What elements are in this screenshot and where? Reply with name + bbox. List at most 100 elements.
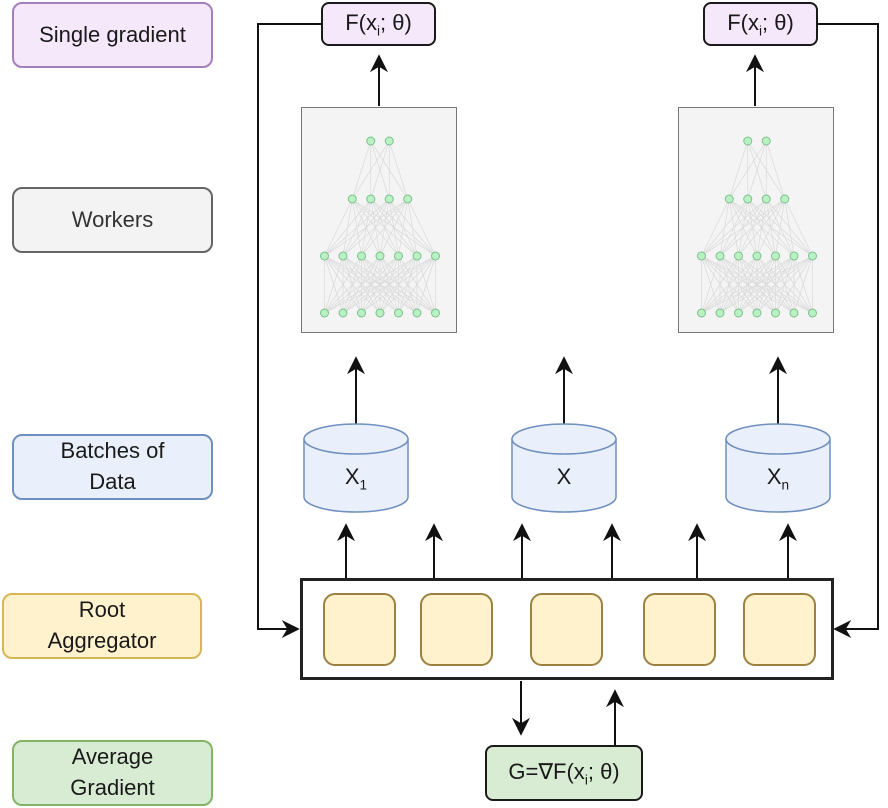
nn-edge (701, 198, 767, 257)
nn-node (394, 251, 403, 261)
nn-edge (701, 255, 758, 314)
output-left-suffix: ; θ) (380, 9, 412, 35)
nn-edge (324, 198, 408, 257)
nn-node (320, 308, 329, 318)
nn-edge (728, 140, 767, 200)
nn-edge (756, 198, 786, 257)
nn-edge (738, 255, 813, 314)
nn-edge (342, 198, 408, 257)
nn-node (724, 194, 734, 204)
nn-node (403, 194, 413, 204)
legend-root-aggregator: Root Aggregator (2, 593, 202, 659)
nn-node (384, 136, 394, 146)
root-aggregator (300, 578, 834, 680)
nn-edge (379, 255, 436, 314)
nn-node (338, 308, 348, 318)
aggregator-cell-4 (643, 593, 716, 666)
nn-edge (775, 255, 813, 314)
aggregator-cell-3 (530, 593, 603, 666)
nn-edge (361, 255, 436, 314)
nn-edge (324, 255, 418, 314)
nn-edge (719, 255, 813, 314)
nn-node (715, 251, 725, 261)
nn-edge (379, 198, 409, 257)
worker-panel-left (301, 107, 457, 333)
neural-network-right (697, 136, 817, 318)
nn-edge (398, 255, 436, 314)
batch-label-2: X (556, 464, 572, 489)
batch-cylinder-1 (303, 423, 409, 513)
legend-root-line2: Aggregator (47, 628, 157, 653)
nn-edge (728, 140, 749, 200)
nn-node (743, 194, 753, 204)
nn-edge (398, 198, 409, 257)
output-right-sub: i (758, 23, 762, 39)
gradient-box: G=∇F(xi; θ) (485, 745, 643, 801)
nn-node (366, 136, 376, 146)
nn-node (375, 251, 385, 261)
legend-single-gradient-label: Single gradient (39, 21, 186, 47)
nn-node (697, 308, 706, 318)
legend-batches-line2: Data (89, 469, 136, 494)
nn-edge (416, 255, 436, 314)
nn-edge (719, 198, 785, 257)
nn-node (357, 308, 366, 318)
nn-edge (388, 140, 409, 200)
nn-node (761, 136, 771, 146)
nn-node (761, 194, 771, 204)
nn-node (771, 308, 780, 318)
nn-edge (351, 140, 390, 200)
legend-batches-line1: Batches of (60, 438, 165, 464)
nn-node (789, 308, 799, 318)
aggregator-cell-2 (420, 593, 493, 666)
nn-edge (701, 198, 749, 257)
nn-node (357, 251, 366, 261)
nn-node (734, 308, 743, 318)
output-left-prefix: F(x (345, 9, 377, 35)
aggregator-cell-5 (743, 593, 816, 666)
gradient-sub: i (584, 772, 588, 788)
nn-edge (324, 255, 436, 314)
gradient-suffix: ; θ) (587, 758, 620, 784)
nn-edge (701, 255, 776, 314)
nn-edge (324, 255, 381, 314)
nn-node (743, 136, 753, 146)
legend-single-gradient: Single gradient (12, 2, 213, 68)
nn-edge (701, 255, 795, 314)
nn-node (715, 308, 725, 318)
nn-edge (324, 255, 344, 314)
nn-node (375, 308, 385, 318)
nn-node (752, 251, 762, 261)
nn-edge (701, 255, 813, 314)
nn-edge (324, 198, 390, 257)
nn-edge (324, 198, 372, 257)
batch-label-3: Xn (766, 464, 790, 493)
nn-edge (324, 198, 353, 257)
legend-average-gradient: Average Gradient (12, 740, 213, 806)
nn-node (752, 308, 762, 318)
nn-edge (351, 140, 372, 200)
legend-root-line1: Root (78, 597, 126, 623)
batch-cylinder-3 (725, 423, 831, 513)
output-right-prefix: F(x (727, 9, 759, 35)
nn-node (338, 251, 348, 261)
nn-edge (784, 198, 813, 257)
nn-edge (738, 198, 786, 257)
nn-node (808, 251, 817, 261)
neural-network-left (320, 136, 440, 318)
nn-edge (370, 140, 390, 200)
nn-node (366, 194, 376, 204)
legend-workers-label: Workers (71, 206, 154, 232)
legend-average-line2: Gradient (70, 775, 155, 800)
nn-edge (701, 198, 785, 257)
nn-edge (407, 198, 436, 257)
legend-batches-of-data: Batches of Data (12, 434, 213, 500)
nn-edge (407, 198, 418, 257)
gradient-prefix: G=∇F(x (508, 758, 585, 784)
nn-edge (701, 255, 739, 314)
output-right-suffix: ; θ) (762, 9, 794, 35)
nn-node (734, 251, 743, 261)
nn-node (320, 251, 329, 261)
legend-workers: Workers (12, 187, 213, 253)
nn-node (394, 308, 403, 318)
